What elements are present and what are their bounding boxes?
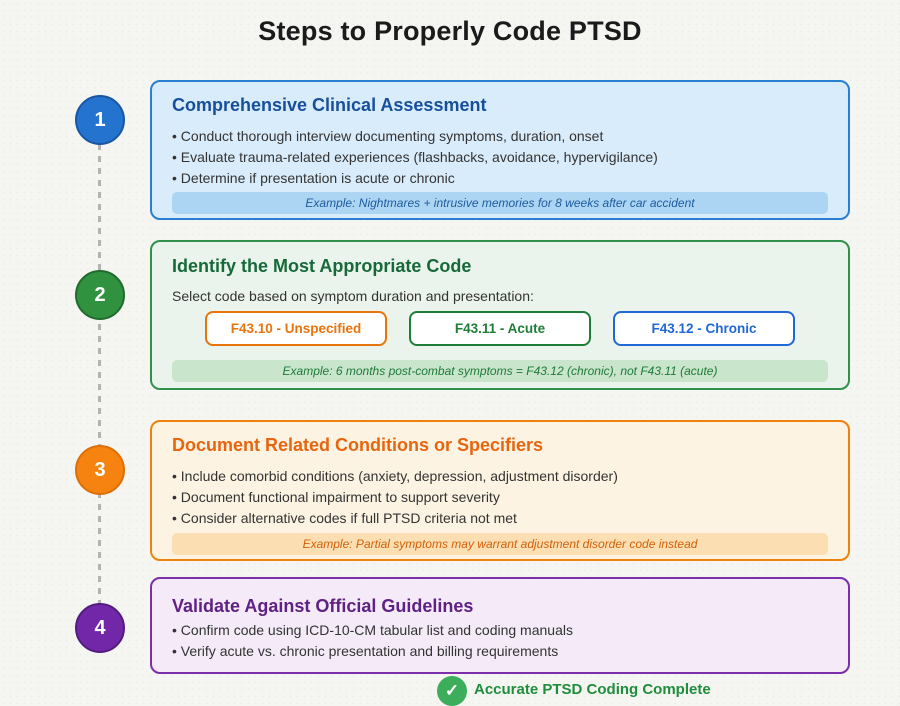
step-2-example-note: Example: 6 months post-combat symptoms =… xyxy=(172,360,828,382)
check-icon: ✓ xyxy=(444,681,460,700)
step-3-example-note: Example: Partial symptoms may warrant ad… xyxy=(172,533,828,555)
step-4-bullet-list: • Confirm code using ICD-10-CM tabular l… xyxy=(172,620,828,662)
step-4-card: Validate Against Official Guidelines • C… xyxy=(150,577,850,674)
code-button-f43-10[interactable]: F43.10 - Unspecified xyxy=(205,311,387,346)
step-2-title: Identify the Most Appropriate Code xyxy=(172,256,472,276)
step-3-bullet-list: • Include comorbid conditions (anxiety, … xyxy=(172,466,828,529)
step-4-title: Validate Against Official Guidelines xyxy=(172,596,474,616)
code-options-row: F43.10 - Unspecified F43.11 - Acute F43.… xyxy=(172,311,828,346)
bullet-item: • Conduct thorough interview documenting… xyxy=(172,128,604,144)
step-1-example-note: Example: Nightmares + intrusive memories… xyxy=(172,192,828,214)
bullet-item: • Confirm code using ICD-10-CM tabular l… xyxy=(172,622,573,638)
step-4-number: 4 xyxy=(94,616,106,639)
step-2-intro: Select code based on symptom duration an… xyxy=(172,288,534,304)
success-label: Accurate PTSD Coding Complete xyxy=(474,681,711,698)
step-2-card: Identify the Most Appropriate Code Selec… xyxy=(150,240,850,390)
bullet-item: • Verify acute vs. chronic presentation … xyxy=(172,643,559,659)
step-1-number: 1 xyxy=(94,108,106,131)
step-2-number: 2 xyxy=(94,283,106,306)
step-1-number-badge: 1 xyxy=(75,95,125,145)
step-4-number-badge: 4 xyxy=(75,603,125,653)
code-button-f43-11[interactable]: F43.11 - Acute xyxy=(409,311,591,346)
bullet-item: • Determine if presentation is acute or … xyxy=(172,170,455,186)
step-3-card: Document Related Conditions or Specifier… xyxy=(150,420,850,561)
bullet-item: • Document functional impairment to supp… xyxy=(172,489,500,505)
step-connector-dashed-line xyxy=(98,120,101,628)
success-checkmark-icon: ✓ xyxy=(437,676,467,706)
step-2-number-badge: 2 xyxy=(75,270,125,320)
code-button-f43-12[interactable]: F43.12 - Chronic xyxy=(613,311,795,346)
bullet-item: • Consider alternative codes if full PTS… xyxy=(172,510,517,526)
page-title: Steps to Properly Code PTSD xyxy=(258,16,642,46)
bullet-item: • Evaluate trauma-related experiences (f… xyxy=(172,149,658,165)
step-1-bullet-list: • Conduct thorough interview documenting… xyxy=(172,126,828,189)
step-3-title: Document Related Conditions or Specifier… xyxy=(172,435,544,455)
step-3-number-badge: 3 xyxy=(75,445,125,495)
step-1-card: Comprehensive Clinical Assessment • Cond… xyxy=(150,80,850,220)
bullet-item: • Include comorbid conditions (anxiety, … xyxy=(172,468,618,484)
step-1-title: Comprehensive Clinical Assessment xyxy=(172,95,487,115)
step-3-number: 3 xyxy=(94,458,106,481)
